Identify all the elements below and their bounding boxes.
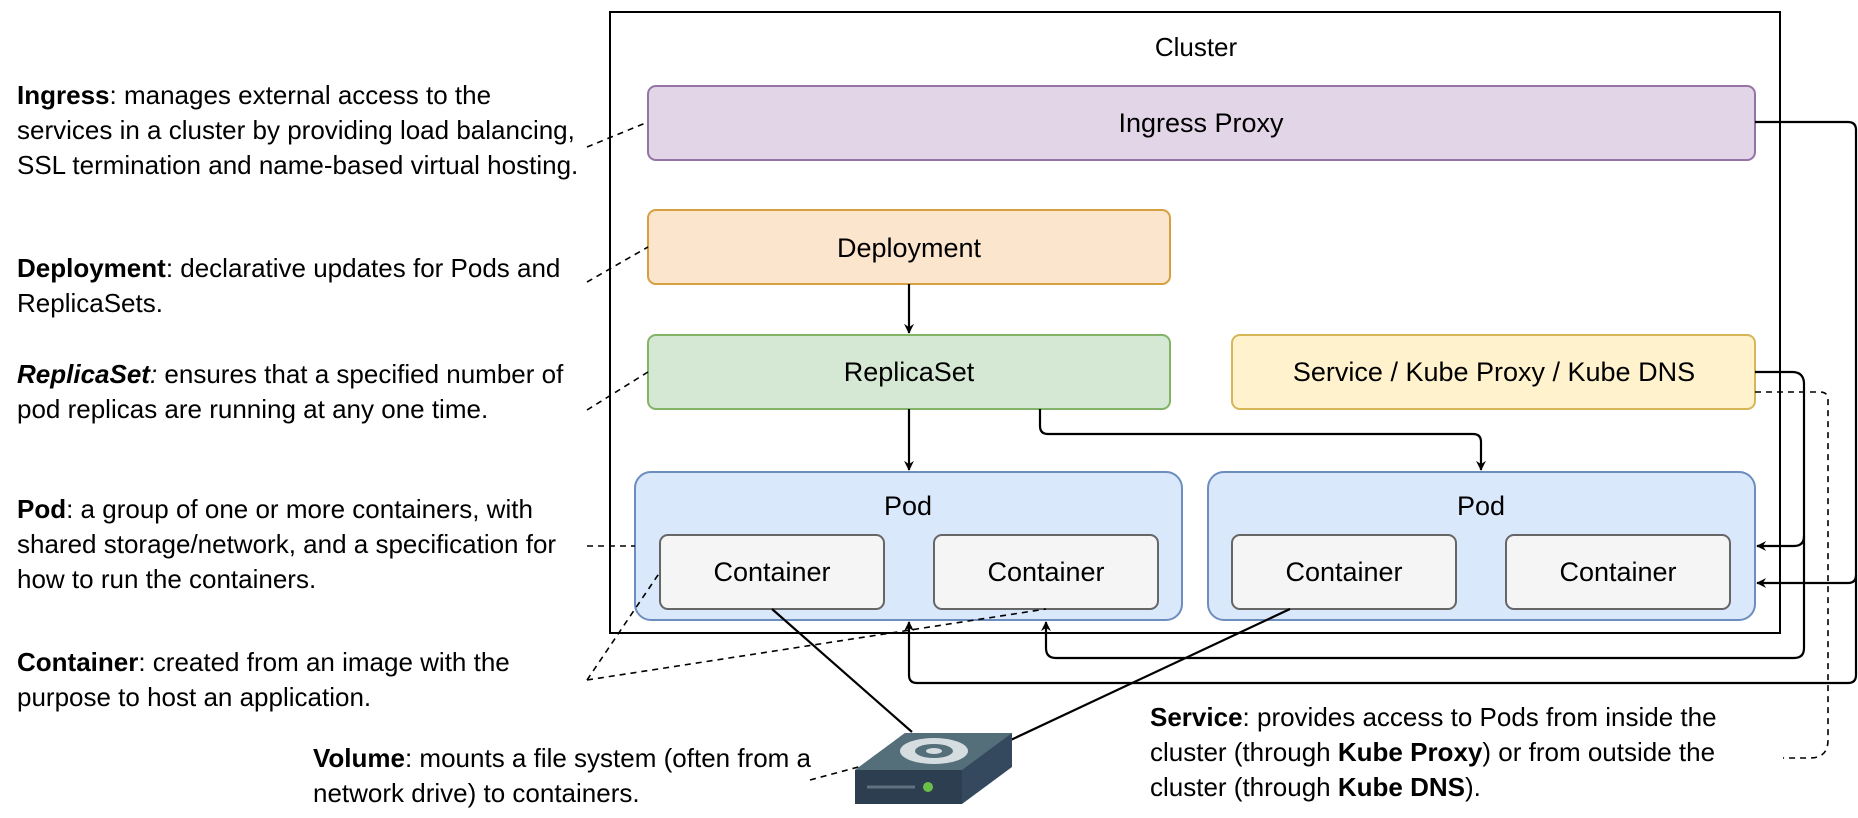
arrow-ingress-to-pod-1 — [904, 575, 1858, 685]
note-pod-term: Pod — [17, 494, 67, 524]
note-service-text2: ) or from outside the cluster (through — [1150, 737, 1716, 802]
note-replicaset-sep: : — [149, 359, 158, 389]
container-box-2a: Container — [1231, 534, 1457, 610]
ingress-proxy-box: Ingress Proxy — [647, 85, 1756, 161]
note-container-text: : created from an image with the purpose… — [17, 647, 510, 712]
note-replicaset-term: ReplicaSet — [17, 359, 150, 389]
arrow-ingress-to-pod-2 — [1755, 120, 1858, 588]
service-box: Service / Kube Proxy / Kube DNS — [1231, 334, 1756, 410]
note-deployment-text: : declarative updates for Pods and Repli… — [17, 253, 561, 318]
container-box-2b: Container — [1505, 534, 1731, 610]
container-box-1a: Container — [659, 534, 885, 610]
replicaset-box: ReplicaSet — [647, 334, 1171, 410]
note-container-term: Container — [17, 647, 139, 677]
replicaset-label: ReplicaSet — [844, 357, 975, 387]
container-label-2a: Container — [1285, 557, 1402, 587]
note-service-kube-dns: Kube DNS — [1337, 772, 1465, 802]
leader-replicaset — [586, 371, 649, 411]
disk-drive-icon — [855, 733, 1012, 804]
cluster-label: Cluster — [1155, 32, 1238, 62]
arrow-service-to-pod-1 — [1041, 536, 1806, 660]
container-box-1b: Container — [933, 534, 1159, 610]
note-volume-text: : mounts a file system (often from a net… — [313, 743, 812, 808]
note-replicaset: ReplicaSet: ensures that a specified num… — [17, 357, 592, 427]
note-ingress-text: : manages external access to the service… — [17, 80, 579, 180]
leader-volume — [809, 765, 863, 781]
pod-box-2: Pod Container Container — [1207, 471, 1756, 621]
note-ingress-term: Ingress — [17, 80, 110, 110]
pod-label-1: Pod — [884, 491, 932, 521]
deployment-label: Deployment — [837, 233, 982, 263]
container-label-2b: Container — [1559, 557, 1676, 587]
arrow-replicaset-to-pod-2 — [1038, 409, 1486, 471]
leader-container-2 — [586, 608, 1047, 681]
note-volume-term: Volume — [313, 743, 405, 773]
note-service: Service: provides access to Pods from in… — [1150, 700, 1770, 805]
volume-link-container-1a — [771, 608, 913, 733]
volume-link-container-2a — [999, 608, 1291, 746]
leader-deployment — [586, 246, 649, 283]
note-container: Container: created from an image with th… — [17, 645, 597, 715]
deployment-box: Deployment — [647, 209, 1171, 285]
note-service-term: Service — [1150, 702, 1243, 732]
note-pod: Pod: a group of one or more containers, … — [17, 492, 592, 597]
container-label-1b: Container — [987, 557, 1104, 587]
service-box-label: Service / Kube Proxy / Kube DNS — [1293, 357, 1695, 387]
note-service-text1: : provides access to Pods from inside th… — [1150, 702, 1717, 767]
note-service-kube-proxy: Kube Proxy — [1337, 737, 1483, 767]
pod-box-1: Pod Container Container — [634, 471, 1183, 621]
ingress-proxy-label: Ingress Proxy — [1118, 108, 1284, 138]
pod-label-2: Pod — [1457, 491, 1505, 521]
note-pod-text: : a group of one or more containers, wit… — [17, 494, 557, 594]
note-replicaset-text: ensures that a specified number of pod r… — [17, 359, 564, 424]
arrow-service-to-pod-2 — [1755, 370, 1806, 551]
container-label-1a: Container — [713, 557, 830, 587]
note-ingress: Ingress: manages external access to the … — [17, 78, 592, 183]
note-volume: Volume: mounts a file system (often from… — [313, 741, 813, 811]
note-service-text3: ). — [1465, 772, 1481, 802]
leader-service — [1755, 391, 1829, 759]
note-deployment-term: Deployment — [17, 253, 166, 283]
note-deployment: Deployment: declarative updates for Pods… — [17, 251, 592, 321]
